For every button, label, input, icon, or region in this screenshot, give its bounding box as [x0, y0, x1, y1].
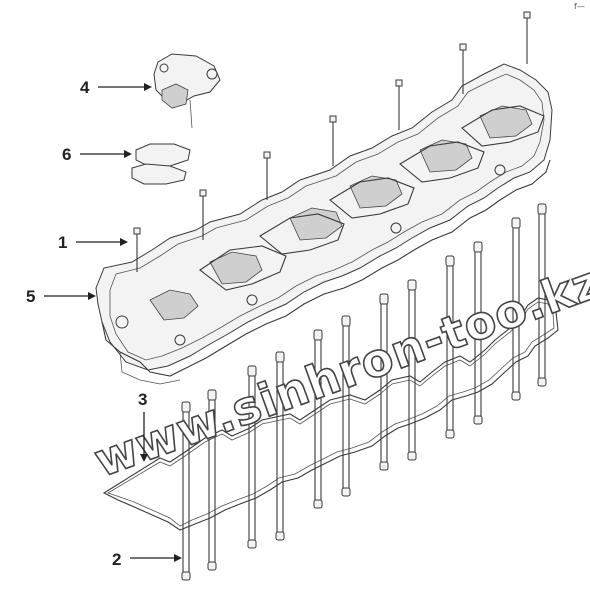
callout-2-label: 2 [112, 550, 121, 569]
callout-4: 4 [80, 78, 152, 97]
push-rod [181, 401, 191, 581]
push-rod [275, 351, 285, 541]
arrow-head-icon [144, 83, 152, 91]
arrow-head-icon [174, 554, 182, 562]
push-rod [511, 217, 521, 401]
callout-6: 6 [62, 145, 132, 164]
callout-6-label: 6 [62, 145, 71, 164]
push-rod [247, 365, 257, 549]
callout-3: 3 [138, 390, 148, 462]
callout-5: 5 [26, 287, 96, 306]
push-rod [407, 279, 417, 461]
bolt [459, 43, 467, 94]
push-rod [445, 255, 455, 439]
callout-2: 2 [112, 550, 182, 569]
arrow-head-icon [140, 454, 148, 462]
push-rod [313, 329, 323, 509]
cover-bolts [133, 11, 531, 272]
arrow-head-icon [120, 238, 128, 246]
push-rod [379, 293, 389, 471]
callout-1-label: 1 [58, 233, 67, 252]
callout-4-label: 4 [80, 78, 90, 97]
corner-mark: f— [574, 2, 585, 11]
bolt [263, 151, 271, 200]
callout-5-label: 5 [26, 287, 35, 306]
push-rod [537, 203, 547, 387]
push-rod [207, 389, 217, 571]
rocker-bridge-cap [131, 143, 191, 185]
push-rod [473, 241, 483, 425]
bolt [523, 11, 531, 64]
callout-1: 1 [58, 233, 128, 252]
callout-3-label: 3 [138, 390, 147, 409]
bolt [133, 227, 141, 272]
arrow-head-icon [88, 292, 96, 300]
arrow-head-icon [124, 150, 132, 158]
push-rod [341, 315, 351, 497]
bolt [199, 189, 207, 240]
bolt [329, 115, 337, 166]
bolt [395, 79, 403, 130]
rocker-arm-assembly [153, 53, 221, 129]
cylinder-head-cover [95, 63, 553, 385]
push-rods [181, 203, 547, 581]
